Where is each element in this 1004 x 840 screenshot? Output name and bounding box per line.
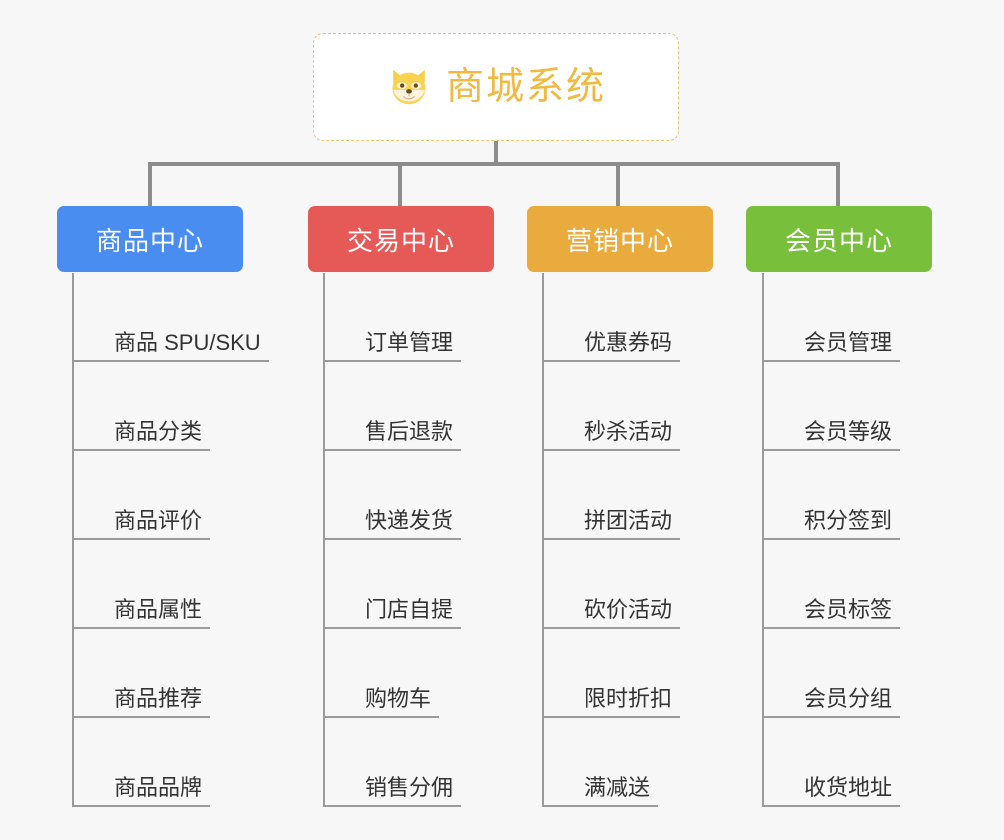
leaf-underline	[323, 805, 461, 807]
leaf-label: 订单管理	[365, 329, 454, 355]
leaf-underline	[542, 449, 680, 451]
list-item[interactable]: 商品评价	[72, 451, 269, 540]
list-item[interactable]: 商品分类	[72, 362, 269, 451]
list-item[interactable]: 会员管理	[762, 273, 900, 362]
connector-drop-4	[836, 162, 840, 206]
list-item[interactable]: 收货地址	[762, 718, 900, 807]
leaf-label: 会员管理	[804, 329, 893, 355]
list-item[interactable]: 砍价活动	[542, 540, 680, 629]
connector-drop-3	[616, 162, 620, 206]
connector-root-stem	[494, 141, 498, 166]
list-item[interactable]: 订单管理	[323, 273, 461, 362]
leaf-column-4: 会员管理 会员等级 积分签到 会员标签 会员分组 收货地址	[762, 273, 900, 807]
leaf-column-2: 订单管理 售后退款 快递发货 门店自提 购物车 销售分佣	[323, 273, 461, 807]
leaf-label: 购物车	[365, 685, 432, 711]
leaf-label: 门店自提	[365, 596, 454, 622]
list-item[interactable]: 销售分佣	[323, 718, 461, 807]
leaf-underline	[762, 360, 900, 362]
leaf-label: 商品分类	[114, 418, 203, 444]
leaf-spine	[72, 273, 74, 807]
list-item[interactable]: 商品 SPU/SKU	[72, 273, 269, 362]
list-item[interactable]: 满减送	[542, 718, 680, 807]
leaf-label: 商品推荐	[114, 685, 203, 711]
leaf-label: 会员等级	[804, 418, 893, 444]
list-item[interactable]: 拼团活动	[542, 451, 680, 540]
leaf-underline	[762, 627, 900, 629]
leaf-label: 收货地址	[804, 774, 893, 800]
leaf-label: 商品品牌	[114, 774, 203, 800]
leaf-underline	[72, 805, 210, 807]
leaf-underline	[542, 627, 680, 629]
leaf-underline	[323, 538, 461, 540]
leaf-label: 商品评价	[114, 507, 203, 533]
list-item[interactable]: 门店自提	[323, 540, 461, 629]
category-box-1[interactable]: 商品中心	[57, 206, 243, 272]
list-item[interactable]: 限时折扣	[542, 629, 680, 718]
connector-drop-1	[148, 162, 152, 206]
leaf-underline	[323, 627, 461, 629]
shiba-dog-icon	[392, 69, 426, 105]
list-item[interactable]: 商品属性	[72, 540, 269, 629]
leaf-underline	[762, 449, 900, 451]
list-item[interactable]: 秒杀活动	[542, 362, 680, 451]
leaf-underline	[762, 538, 900, 540]
leaf-underline	[762, 805, 900, 807]
leaf-label: 满减送	[584, 774, 651, 800]
list-item[interactable]: 积分签到	[762, 451, 900, 540]
leaf-underline	[323, 360, 461, 362]
leaf-underline	[72, 360, 269, 362]
root-title: 商城系统	[445, 66, 606, 108]
leaf-underline	[323, 449, 461, 451]
list-item[interactable]: 快递发货	[323, 451, 461, 540]
connector-bus	[148, 162, 840, 166]
category-box-4[interactable]: 会员中心	[746, 206, 932, 272]
leaf-underline	[72, 449, 210, 451]
category-title: 商品中心	[95, 225, 204, 256]
leaf-label: 快递发货	[365, 507, 454, 533]
leaf-label: 销售分佣	[365, 774, 454, 800]
leaf-label: 限时折扣	[584, 685, 673, 711]
list-item[interactable]: 会员分组	[762, 629, 900, 718]
leaf-underline	[762, 716, 900, 718]
leaf-label: 商品 SPU/SKU	[114, 329, 261, 355]
leaf-column-3: 优惠券码 秒杀活动 拼团活动 砍价活动 限时折扣 满减送	[542, 273, 680, 807]
leaf-label: 优惠券码	[584, 329, 673, 355]
leaf-column-1: 商品 SPU/SKU 商品分类 商品评价 商品属性 商品推荐 商品品牌	[72, 273, 269, 807]
list-item[interactable]: 购物车	[323, 629, 461, 718]
leaf-label: 售后退款	[365, 418, 454, 444]
connector-drop-2	[398, 162, 402, 206]
list-item[interactable]: 会员等级	[762, 362, 900, 451]
leaf-underline	[542, 360, 680, 362]
leaf-underline	[542, 538, 680, 540]
leaf-spine	[542, 273, 544, 807]
category-title: 营销中心	[565, 225, 674, 256]
leaf-label: 秒杀活动	[584, 418, 673, 444]
list-item[interactable]: 商品品牌	[72, 718, 269, 807]
leaf-spine	[323, 273, 325, 807]
category-title: 交易中心	[346, 225, 455, 256]
leaf-label: 积分签到	[804, 507, 893, 533]
list-item[interactable]: 售后退款	[323, 362, 461, 451]
leaf-label: 拼团活动	[584, 507, 673, 533]
leaf-underline	[72, 716, 210, 718]
leaf-underline	[542, 805, 658, 807]
leaf-label: 商品属性	[114, 596, 203, 622]
leaf-spine	[762, 273, 764, 807]
list-item[interactable]: 优惠券码	[542, 273, 680, 362]
category-box-2[interactable]: 交易中心	[308, 206, 494, 272]
leaf-label: 会员标签	[804, 596, 893, 622]
list-item[interactable]: 商品推荐	[72, 629, 269, 718]
category-box-3[interactable]: 营销中心	[527, 206, 713, 272]
leaf-underline	[542, 716, 680, 718]
leaf-underline	[72, 627, 210, 629]
leaf-label: 会员分组	[804, 685, 893, 711]
list-item[interactable]: 会员标签	[762, 540, 900, 629]
leaf-underline	[72, 538, 210, 540]
leaf-label: 砍价活动	[584, 596, 673, 622]
category-title: 会员中心	[784, 225, 893, 256]
leaf-underline	[323, 716, 439, 718]
root-node[interactable]: 商城系统	[313, 33, 679, 141]
